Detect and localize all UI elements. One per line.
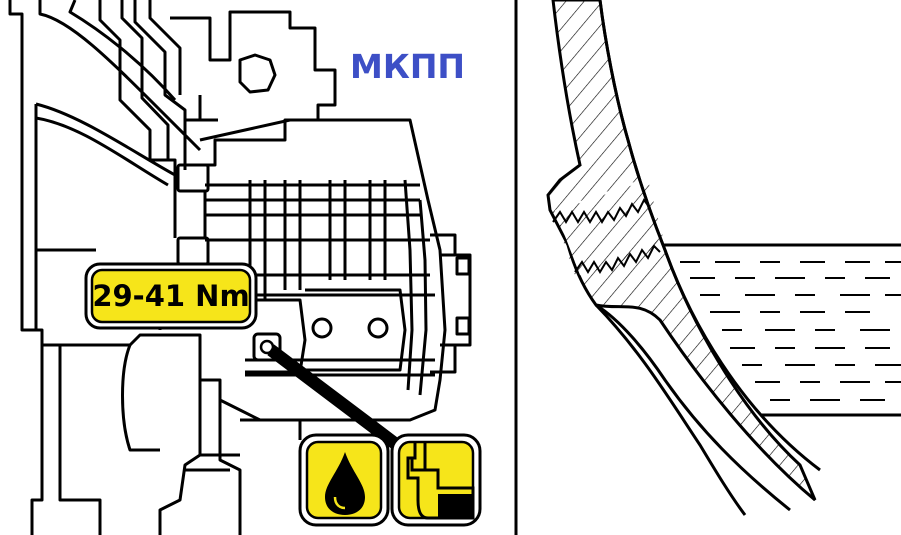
gearbox-label: МКПП <box>350 47 465 86</box>
pan-hole <box>311 317 333 339</box>
oil-level <box>662 243 901 417</box>
lower-housing <box>42 333 202 535</box>
bell-housing-inner <box>38 0 202 152</box>
top-housing <box>170 10 337 167</box>
cross-section-drawing <box>546 0 901 516</box>
gearbox-drawing <box>8 0 472 535</box>
oil-drop-icon <box>298 433 390 527</box>
bolt <box>176 163 210 193</box>
torque-spec: 29-41 Nm <box>92 279 249 313</box>
filler-plug <box>553 180 665 278</box>
fill-level-icon <box>390 433 482 527</box>
thread-upper <box>552 198 651 224</box>
bell-housing <box>8 0 44 535</box>
oil-pan <box>245 298 307 374</box>
pan-hole <box>367 317 389 339</box>
thread-lower <box>574 244 661 274</box>
bolt <box>176 236 210 266</box>
gearbox-case <box>199 118 447 422</box>
torque-callout: 29-41 Nm <box>84 262 258 330</box>
side-flange <box>430 233 472 374</box>
shift-linkage <box>98 0 177 235</box>
